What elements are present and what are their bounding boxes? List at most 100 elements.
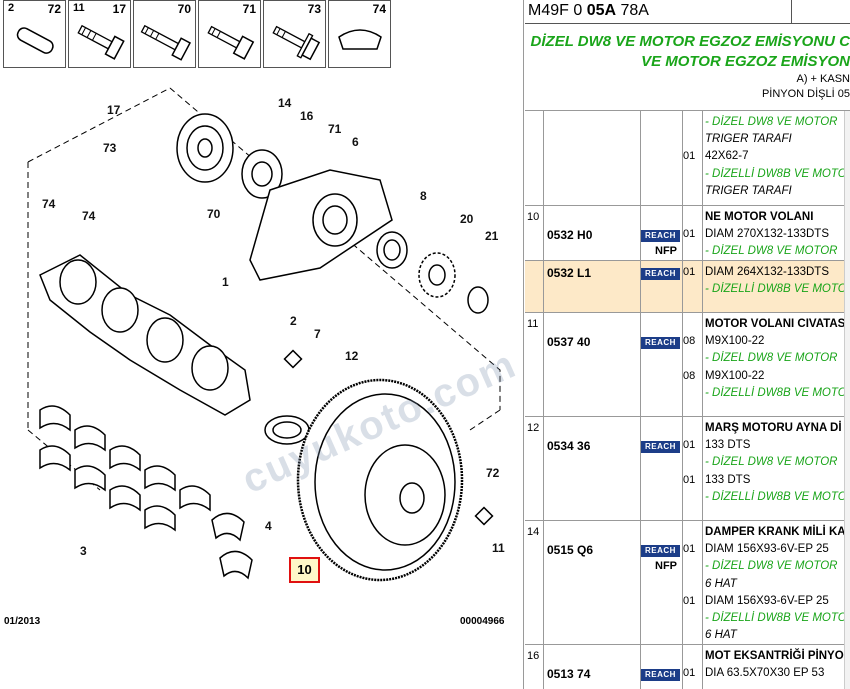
column-divider <box>640 111 641 205</box>
callout-8[interactable]: 8 <box>420 189 427 203</box>
part-number-link[interactable]: 0532 H0 <box>547 228 593 243</box>
description-line: TRIGER TARAFI <box>705 184 792 197</box>
parts-list-panel[interactable]: M49F 0 05A 78A DİZEL DW8 VE MOTOR EGZOZ … <box>525 0 850 689</box>
callout-1[interactable]: 1 <box>222 275 229 289</box>
part-number-link[interactable]: 0515 Q6 <box>547 543 594 558</box>
bolt-icon <box>140 24 192 61</box>
thumb-ref: 74 <box>372 2 386 16</box>
callout-7[interactable]: 7 <box>314 327 321 341</box>
callout-3[interactable]: 3 <box>80 544 87 558</box>
reach-badge: REACH <box>641 268 680 280</box>
quantity-cell: 01 <box>683 667 696 680</box>
column-divider <box>543 206 544 260</box>
table-row[interactable]: 11 0537 40 REACH MOTOR VOLANI CIVATAS 08 M9X1… <box>525 313 850 417</box>
callout-11[interactable]: 11 <box>492 541 505 555</box>
thumb-0[interactable]: 2 72 <box>3 0 66 68</box>
pin-icon <box>16 27 54 54</box>
description-line: 133 DTS <box>705 473 751 486</box>
thumb-4[interactable]: 73 <box>263 0 326 68</box>
title-line-1: DİZEL DW8 VE MOTOR EGZOZ EMİSYONU C <box>530 33 850 50</box>
thumb-1[interactable]: 11 17 <box>68 0 131 68</box>
description-line: - DİZELLİ DW8B VE MOTO <box>705 283 847 296</box>
part-number-link[interactable]: 0537 40 <box>547 335 591 350</box>
column-divider <box>543 521 544 644</box>
group-title: DİZEL DW8 VE MOTOR EGZOZ EMİSYONU C VE M… <box>525 25 850 111</box>
callout-74a[interactable]: 74 <box>42 197 56 211</box>
title-line-4: PİNYON DİŞLİ 05 <box>761 88 850 100</box>
callout-74b[interactable]: 74 <box>82 209 96 223</box>
description-line: M9X100-22 <box>705 369 765 382</box>
part-number-link[interactable]: 0513 74 <box>547 667 591 682</box>
description-line: 6 HAT <box>705 629 737 642</box>
column-divider <box>682 313 683 416</box>
thumb-5[interactable]: 74 <box>328 0 391 68</box>
row-index: 10 <box>527 211 540 223</box>
nfp-label: NFP <box>655 245 677 258</box>
callout-73[interactable]: 73 <box>103 141 117 155</box>
description-line: DIAM 270X132-133DTS <box>705 228 830 241</box>
callout-6[interactable]: 6 <box>352 135 359 149</box>
row-index: 14 <box>527 526 540 538</box>
description-line: 6 HAT <box>705 577 737 590</box>
description-line: MARŞ MOTORU AYNA Dİ <box>705 422 842 434</box>
quantity-cell: 01 <box>683 594 696 607</box>
column-divider <box>640 417 641 520</box>
description-line: - DİZELLİ DW8B VE MOTO <box>705 167 847 180</box>
description-line: MOTOR VOLANI CIVATAS <box>705 318 846 330</box>
quantity-cell: 08 <box>683 369 696 382</box>
column-divider <box>702 313 703 416</box>
description-line: DIAM 156X93-6V-EP 25 <box>705 543 829 556</box>
callout-17[interactable]: 17 <box>107 103 121 117</box>
column-divider <box>682 111 683 205</box>
part-number-link[interactable]: 0532 L1 <box>547 266 592 280</box>
column-divider <box>682 645 683 689</box>
column-divider <box>543 261 544 312</box>
group-code-header: M49F 0 05A 78A <box>525 0 850 24</box>
reach-badge: REACH <box>641 337 680 350</box>
exploded-parts-drawing: 17 73 14 16 71 6 8 20 21 70 74 74 1 2 7 … <box>27 87 505 582</box>
callout-71[interactable]: 71 <box>328 122 342 136</box>
callout-12[interactable]: 12 <box>345 349 359 363</box>
row-index: 11 <box>527 318 539 330</box>
column-divider <box>682 261 683 312</box>
description-line: TRIGER TARAFI <box>705 133 792 146</box>
callout-16[interactable]: 16 <box>300 109 314 123</box>
group-code-prefix: M49F 0 <box>528 2 587 19</box>
callout-70[interactable]: 70 <box>207 207 221 221</box>
callout-14[interactable]: 14 <box>278 96 292 110</box>
callout-20[interactable]: 20 <box>460 212 474 226</box>
description-line: DIA 63.5X70X30 EP 53 <box>705 667 825 680</box>
description-line: - DİZEL DW8 VE MOTOR <box>705 456 838 469</box>
highlighted-callout-10[interactable]: 10 <box>289 557 320 583</box>
exploded-diagram-panel[interactable]: 2 72 11 17 70 71 <box>0 0 524 689</box>
thumb-2[interactable]: 70 <box>133 0 196 68</box>
part-number-link[interactable]: 0534 36 <box>547 439 591 454</box>
fastener-thumbnails: 2 72 11 17 70 71 <box>3 0 393 68</box>
quantity-cell: 01 <box>683 439 696 452</box>
quantity-cell: 01 <box>683 543 696 556</box>
callout-72[interactable]: 72 <box>486 466 500 480</box>
column-divider <box>702 261 703 312</box>
description-line: - DİZEL DW8 VE MOTOR <box>705 352 838 365</box>
thumb-3[interactable]: 71 <box>198 0 261 68</box>
description-line: 133 DTS <box>705 439 751 452</box>
description-line: DIAM 156X93-6V-EP 25 <box>705 594 829 607</box>
seal-ring <box>467 286 489 314</box>
row-index: 12 <box>527 422 540 434</box>
column-divider <box>682 417 683 520</box>
callout-21[interactable]: 21 <box>485 229 499 243</box>
description-line: - DİZEL DW8 VE MOTOR <box>705 245 838 258</box>
description-line: MOT EKSANTRİĞİ PİNYO <box>705 650 844 662</box>
description-line: - DİZELLİ DW8B VE MOTO <box>705 612 847 624</box>
callout-4[interactable]: 4 <box>265 519 272 533</box>
description-line: DIAM 264X132-133DTS <box>705 266 830 278</box>
list-scrollbar[interactable] <box>844 111 850 689</box>
description-line: - DİZELLİ DW8B VE MOTO <box>705 490 847 503</box>
callout-2[interactable]: 2 <box>290 314 297 328</box>
